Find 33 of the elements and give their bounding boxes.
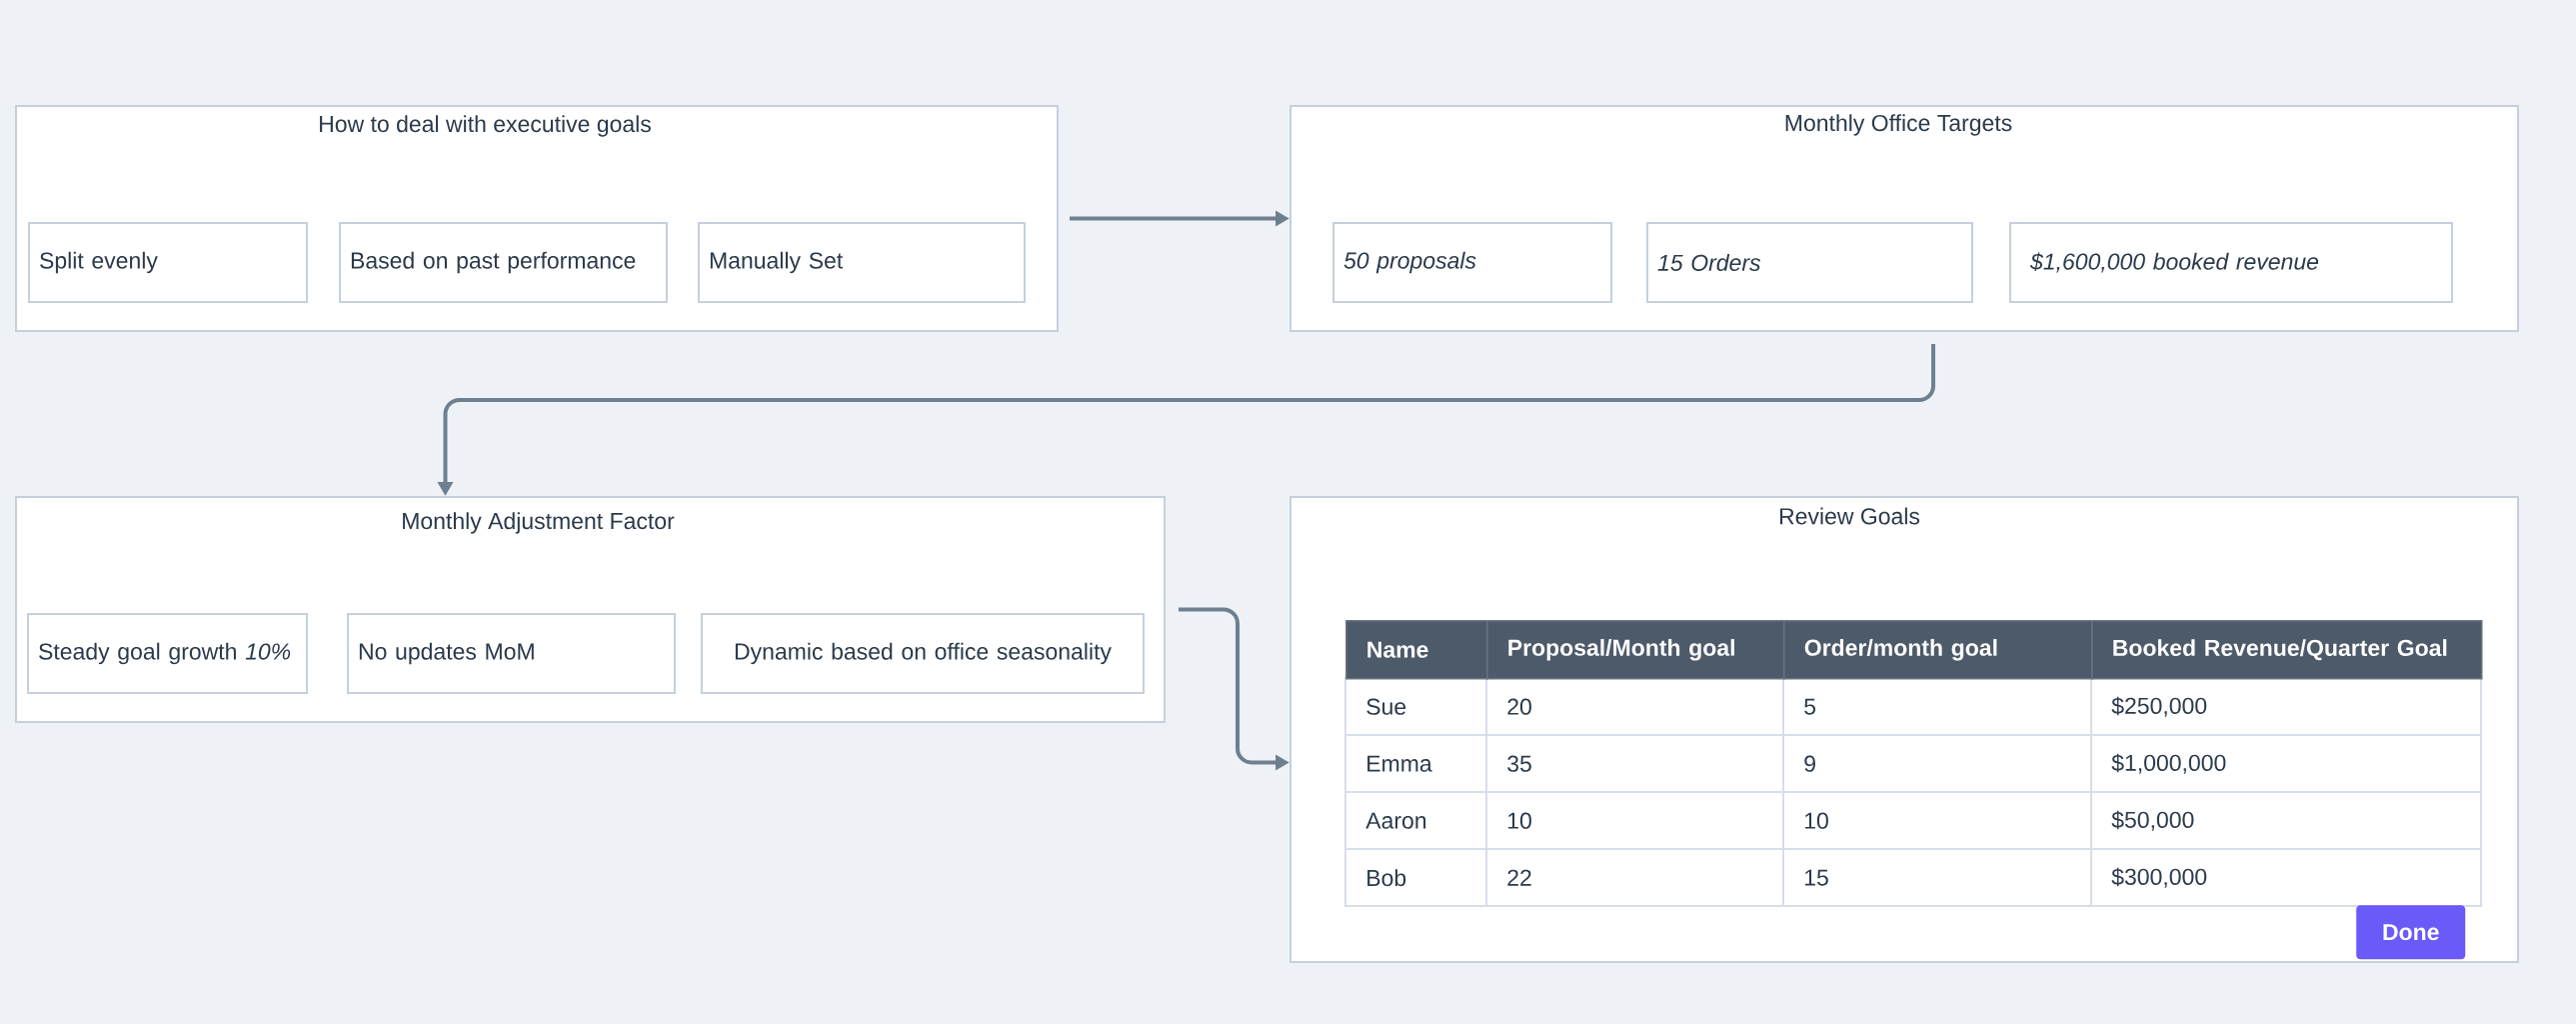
table-value: 22 <box>1507 869 1531 886</box>
option-box: Manually Set <box>698 222 1026 303</box>
option-box: No updates MoM <box>347 613 676 694</box>
table-value: 10 <box>1805 812 1828 829</box>
option-box: 15 Orders <box>1646 222 1973 303</box>
table-value: Bob <box>1367 869 1406 887</box>
done-button: Done <box>2356 905 2466 960</box>
option-box: Split evenly <box>28 222 308 303</box>
panel-title: Monthly Office Targets <box>1785 114 2012 136</box>
option-box: Steady goal growth 10% <box>27 613 308 694</box>
table-header-cell: Name <box>1345 620 1488 680</box>
table-value: 35 <box>1507 755 1531 772</box>
table-value: Sue <box>1366 698 1406 715</box>
option-box: $1,600,000 booked revenue <box>2009 222 2453 303</box>
table-value: $50,000 <box>2111 810 2194 831</box>
option-box: 50 proposals <box>1332 222 1612 303</box>
table-value: 5 <box>1804 698 1816 715</box>
table-value: $250,000 <box>2111 696 2207 717</box>
panel-title: Review Goals <box>1779 507 1920 525</box>
panel-title: Monthly Adjustment Factor <box>403 512 675 534</box>
panel-title: How to deal with executive goals <box>320 115 651 137</box>
table-value: 15 <box>1805 869 1828 886</box>
table-value: Emma <box>1367 755 1432 772</box>
option-box: Based on past performance <box>339 222 668 303</box>
table-header-cell: Order/month goal <box>1783 620 2093 680</box>
table-value: $300,000 <box>2111 867 2207 888</box>
table-value: $1,000,000 <box>2111 753 2226 774</box>
table-value: 20 <box>1507 698 1531 715</box>
table-header-cell: Booked Revenue/Quarter Goal <box>2091 620 2483 680</box>
table-value: Aaron <box>1365 812 1426 829</box>
table-value: 9 <box>1804 755 1815 772</box>
option-box: Dynamic based on office seasonality <box>701 613 1145 694</box>
table-value: 10 <box>1507 812 1531 829</box>
